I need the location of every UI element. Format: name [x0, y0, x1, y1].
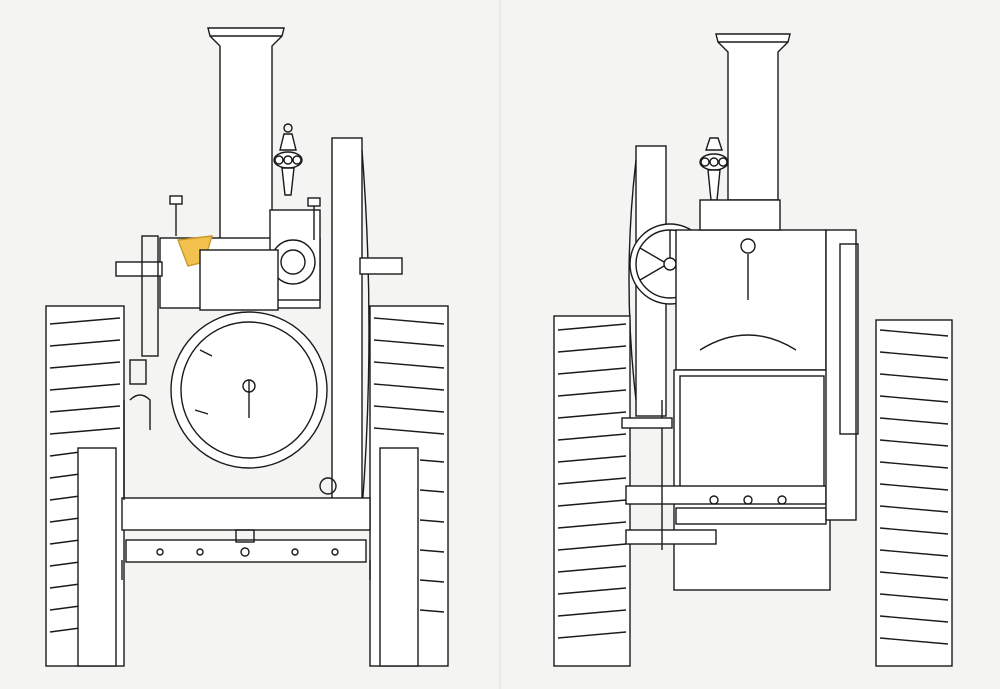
smokebox — [170, 249, 328, 469]
rear-right-drive-wheel — [875, 319, 953, 667]
front-elevation-view — [45, 27, 449, 667]
rear-governor — [699, 137, 729, 201]
rear-elevation-view — [553, 33, 953, 667]
injector-pipework — [123, 359, 337, 500]
firebox-backplate — [673, 199, 831, 591]
rear-left-drive-wheel — [553, 315, 631, 667]
governor — [273, 123, 303, 196]
front-axle — [121, 497, 371, 580]
front-steering-wheels — [77, 447, 419, 667]
rear-drawbar-frame — [621, 229, 859, 550]
flywheel-edge — [331, 137, 403, 519]
